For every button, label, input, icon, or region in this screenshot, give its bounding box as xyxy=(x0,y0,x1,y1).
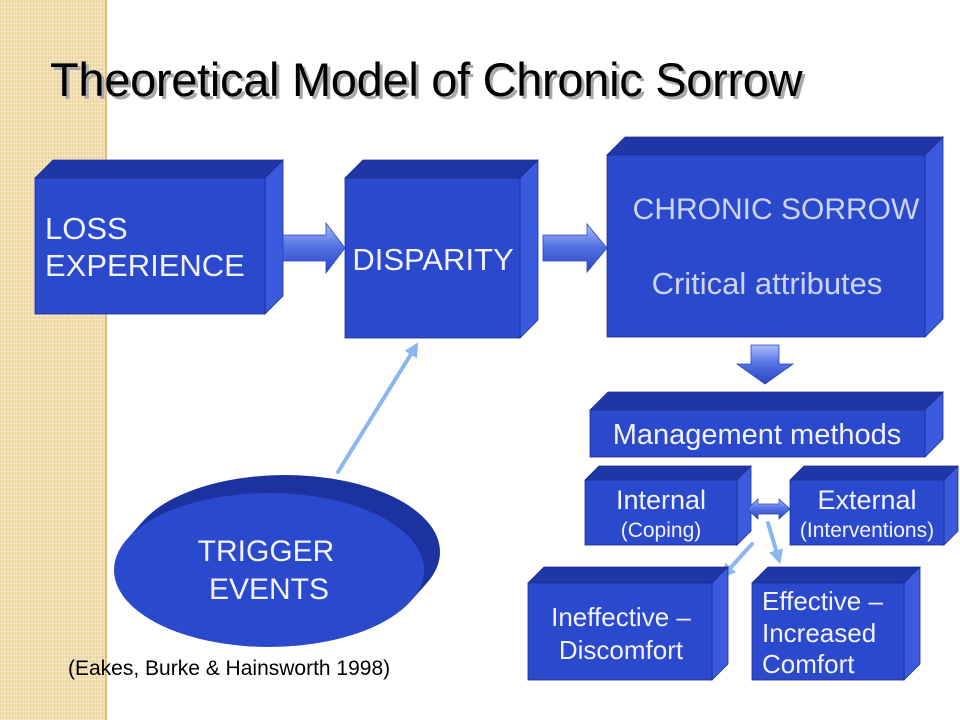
double-arrow-internal-external xyxy=(746,498,791,520)
chronic-sorrow-box: CHRONIC SORROW Critical attributes xyxy=(606,136,944,338)
box-side-face xyxy=(943,465,959,546)
box-side-face xyxy=(519,159,539,339)
events-label: EVENTS xyxy=(209,573,329,606)
arrow-disparity-to-chronic-sorrow xyxy=(542,222,608,274)
trigger-label: TRIGGER xyxy=(198,535,335,568)
external-interventions-box: External (Interventions) xyxy=(789,465,959,546)
internal-coping-box: Internal (Coping) xyxy=(584,465,752,546)
interventions-label: (Interventions) xyxy=(800,519,934,542)
box-side-face xyxy=(736,465,752,546)
box-front-face xyxy=(789,479,945,546)
arrow-loss-to-disparity xyxy=(282,221,346,275)
internal-label: Internal xyxy=(616,485,706,515)
effective-label: Effective – xyxy=(762,586,883,616)
ineffective-discomfort-box: Ineffective – Discomfort xyxy=(527,566,729,681)
box-side-face xyxy=(924,136,944,338)
box-front-face xyxy=(751,582,905,681)
loss-experience-label-line-1: LOSS xyxy=(45,211,128,246)
left-decorative-strip xyxy=(0,0,107,720)
ineffective-label: Ineffective – xyxy=(551,602,691,632)
box-side-face xyxy=(903,566,921,681)
chronic-sorrow-label: CHRONIC SORROW xyxy=(633,193,920,226)
increased-label: Increased xyxy=(762,618,876,648)
ellipse-front-face xyxy=(114,493,424,647)
critical-attributes-label: Critical attributes xyxy=(652,266,883,301)
box-front-face xyxy=(527,582,713,681)
management-methods-label: Management methods xyxy=(613,419,902,451)
arrow-chronic-sorrow-to-management xyxy=(735,344,795,385)
citation: (Eakes, Burke & Hainsworth 1998) xyxy=(68,657,391,680)
effective-comfort-box: Effective – Increased Comfort xyxy=(751,566,921,681)
trigger-events-ellipse: TRIGGER EVENTS xyxy=(114,475,440,647)
box-front-face xyxy=(584,479,738,546)
loss-experience-label-line-2: EXPERIENCE xyxy=(45,248,245,283)
box-top-face xyxy=(34,159,284,179)
disparity-box: DISPARITY xyxy=(344,159,539,339)
connector-internal-to-ineffective xyxy=(721,542,754,579)
page-title: Theoretical Model of Chronic Sorrow xyxy=(50,53,803,106)
box-front-face xyxy=(344,177,521,339)
box-side-face xyxy=(264,159,284,315)
box-top-face xyxy=(527,566,729,584)
box-top-face xyxy=(789,465,959,481)
loss-experience-box: LOSS EXPERIENCE xyxy=(34,159,284,315)
box-top-face xyxy=(751,566,921,584)
comfort-label: Comfort xyxy=(762,649,855,679)
box-front-face xyxy=(589,409,926,458)
box-front-face xyxy=(34,177,266,315)
coping-label: (Coping) xyxy=(621,519,702,542)
box-top-face xyxy=(589,391,944,411)
disparity-label: DISPARITY xyxy=(352,242,513,277)
connector-to-effective xyxy=(766,521,784,565)
box-top-face xyxy=(584,465,752,481)
box-top-face xyxy=(344,159,539,179)
box-front-face xyxy=(606,154,926,338)
management-methods-box: Management methods xyxy=(589,391,944,458)
box-side-face xyxy=(711,566,729,681)
discomfort-label: Discomfort xyxy=(559,635,684,665)
connector-trigger-to-disparity xyxy=(336,342,419,474)
box-top-face xyxy=(606,136,944,156)
external-label: External xyxy=(817,485,916,515)
